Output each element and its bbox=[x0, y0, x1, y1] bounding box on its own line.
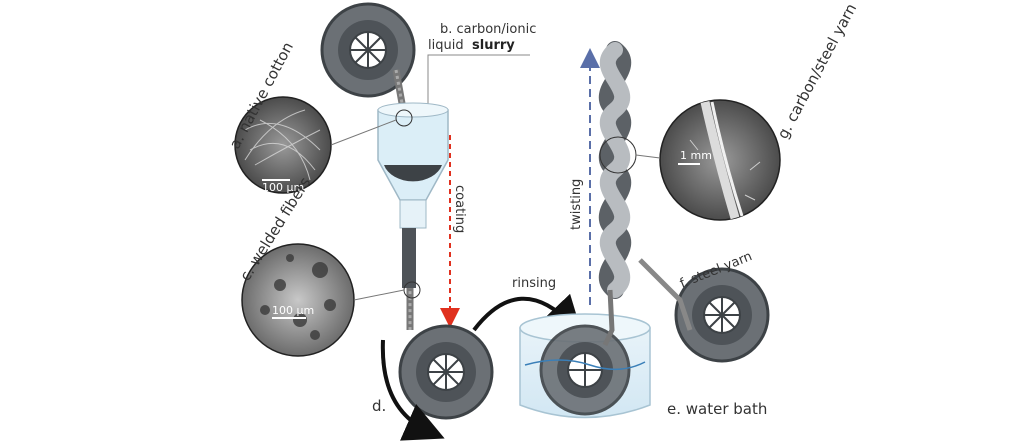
yarn-callout-line bbox=[635, 154, 661, 159]
twisting-label: twisting bbox=[569, 179, 584, 230]
cotton-scale-bar: 100 µm bbox=[262, 181, 304, 194]
slurry-callout-line bbox=[427, 54, 530, 125]
coated-spool bbox=[398, 324, 494, 420]
svg-text:slurry: slurry bbox=[472, 38, 515, 53]
welded-callout-line bbox=[353, 289, 405, 301]
welded-scale-bar: 100 µm bbox=[272, 304, 314, 317]
top-spool bbox=[320, 2, 416, 98]
slurry-label: b. carbon/ionic liquid slurry bbox=[428, 22, 536, 53]
carbon-steel-yarn-label: g. carbon/steel yarn bbox=[774, 1, 861, 142]
step-d-label: d. bbox=[372, 397, 386, 415]
twisted-yarn bbox=[598, 41, 632, 347]
steel-yarn-spool bbox=[674, 267, 770, 363]
step-d-arrow bbox=[380, 339, 445, 441]
cotton-zoom-marker bbox=[395, 109, 413, 127]
native-cotton-sem: 100 µm bbox=[234, 96, 332, 194]
svg-text:b. carbon/ionic: b. carbon/ionic bbox=[440, 22, 536, 37]
svg-text:liquid: liquid bbox=[428, 38, 464, 53]
water-bath-label: e. water bath bbox=[667, 400, 767, 418]
cotton-callout-line bbox=[330, 119, 397, 146]
water-bath bbox=[519, 313, 651, 419]
rinsing-label: rinsing bbox=[512, 276, 556, 291]
carbon-steel-yarn-sem: 1 mm bbox=[659, 99, 781, 221]
welded-fibers-sem: 100 µm bbox=[241, 243, 355, 357]
coating-funnel bbox=[377, 102, 449, 288]
yarn-scale-bar: 1 mm bbox=[680, 149, 712, 162]
steel-thread bbox=[638, 258, 693, 331]
coating-label: coating bbox=[452, 185, 467, 233]
